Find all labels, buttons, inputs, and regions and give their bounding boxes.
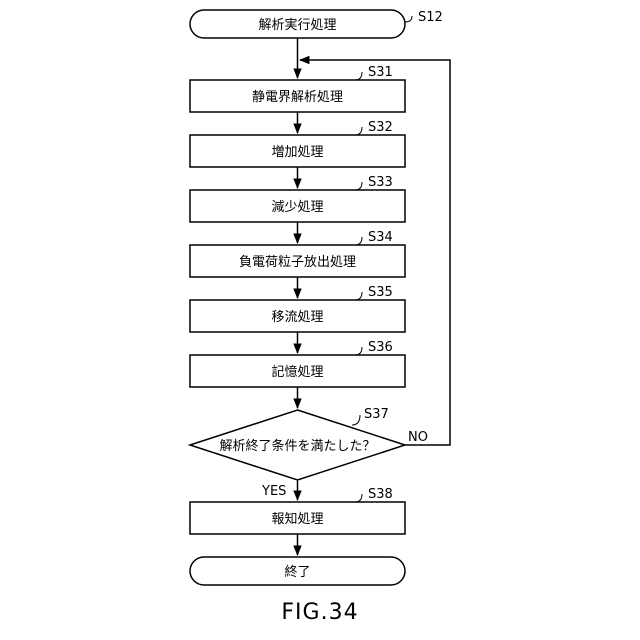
figure-caption: FIG.34 xyxy=(0,600,640,625)
step-id-s37: S37 xyxy=(364,407,389,422)
step-leader-s32 xyxy=(355,127,362,135)
step-id-s34: S34 xyxy=(368,230,393,245)
process-label-s38: 報知処理 xyxy=(271,511,323,527)
start-step-id: S12 xyxy=(418,10,443,25)
step-id-s38: S38 xyxy=(368,487,393,502)
process-label-s36: 記憶処理 xyxy=(271,364,323,380)
step-leader-s37 xyxy=(352,415,360,425)
decision-label-s37: 解析終了条件を満たした？ xyxy=(219,438,375,454)
step-leader-s38 xyxy=(355,494,362,502)
step-leader-s35 xyxy=(355,292,362,300)
end-label: 終了 xyxy=(284,564,310,580)
step-leader-s33 xyxy=(355,182,362,190)
yes-branch-label: YES xyxy=(261,484,286,499)
process-label-s31: 静電界解析処理 xyxy=(252,90,343,105)
step-id-s31: S31 xyxy=(368,65,393,80)
decision-s37: 解析終了条件を満たした？ S37 xyxy=(190,407,405,480)
start-label: 解析実行処理 xyxy=(258,17,336,33)
step-leader-s31 xyxy=(355,72,362,80)
start-step-leader xyxy=(405,16,412,22)
process-label-s35: 移流処理 xyxy=(271,310,323,325)
step-id-s36: S36 xyxy=(368,340,393,355)
step-leader-s34 xyxy=(355,237,362,245)
process-label-s32: 増加処理 xyxy=(271,145,323,160)
end-terminator: 終了 xyxy=(190,557,405,585)
step-id-s33: S33 xyxy=(368,175,393,190)
no-branch-label: NO xyxy=(408,430,428,445)
process-label-s34: 負電荷粒子放出処理 xyxy=(239,255,356,270)
start-terminator: 解析実行処理 xyxy=(190,10,405,38)
step-id-s35: S35 xyxy=(368,285,393,300)
step-leader-s36 xyxy=(355,347,362,355)
process-label-s33: 減少処理 xyxy=(271,199,323,215)
step-id-s32: S32 xyxy=(368,120,393,135)
